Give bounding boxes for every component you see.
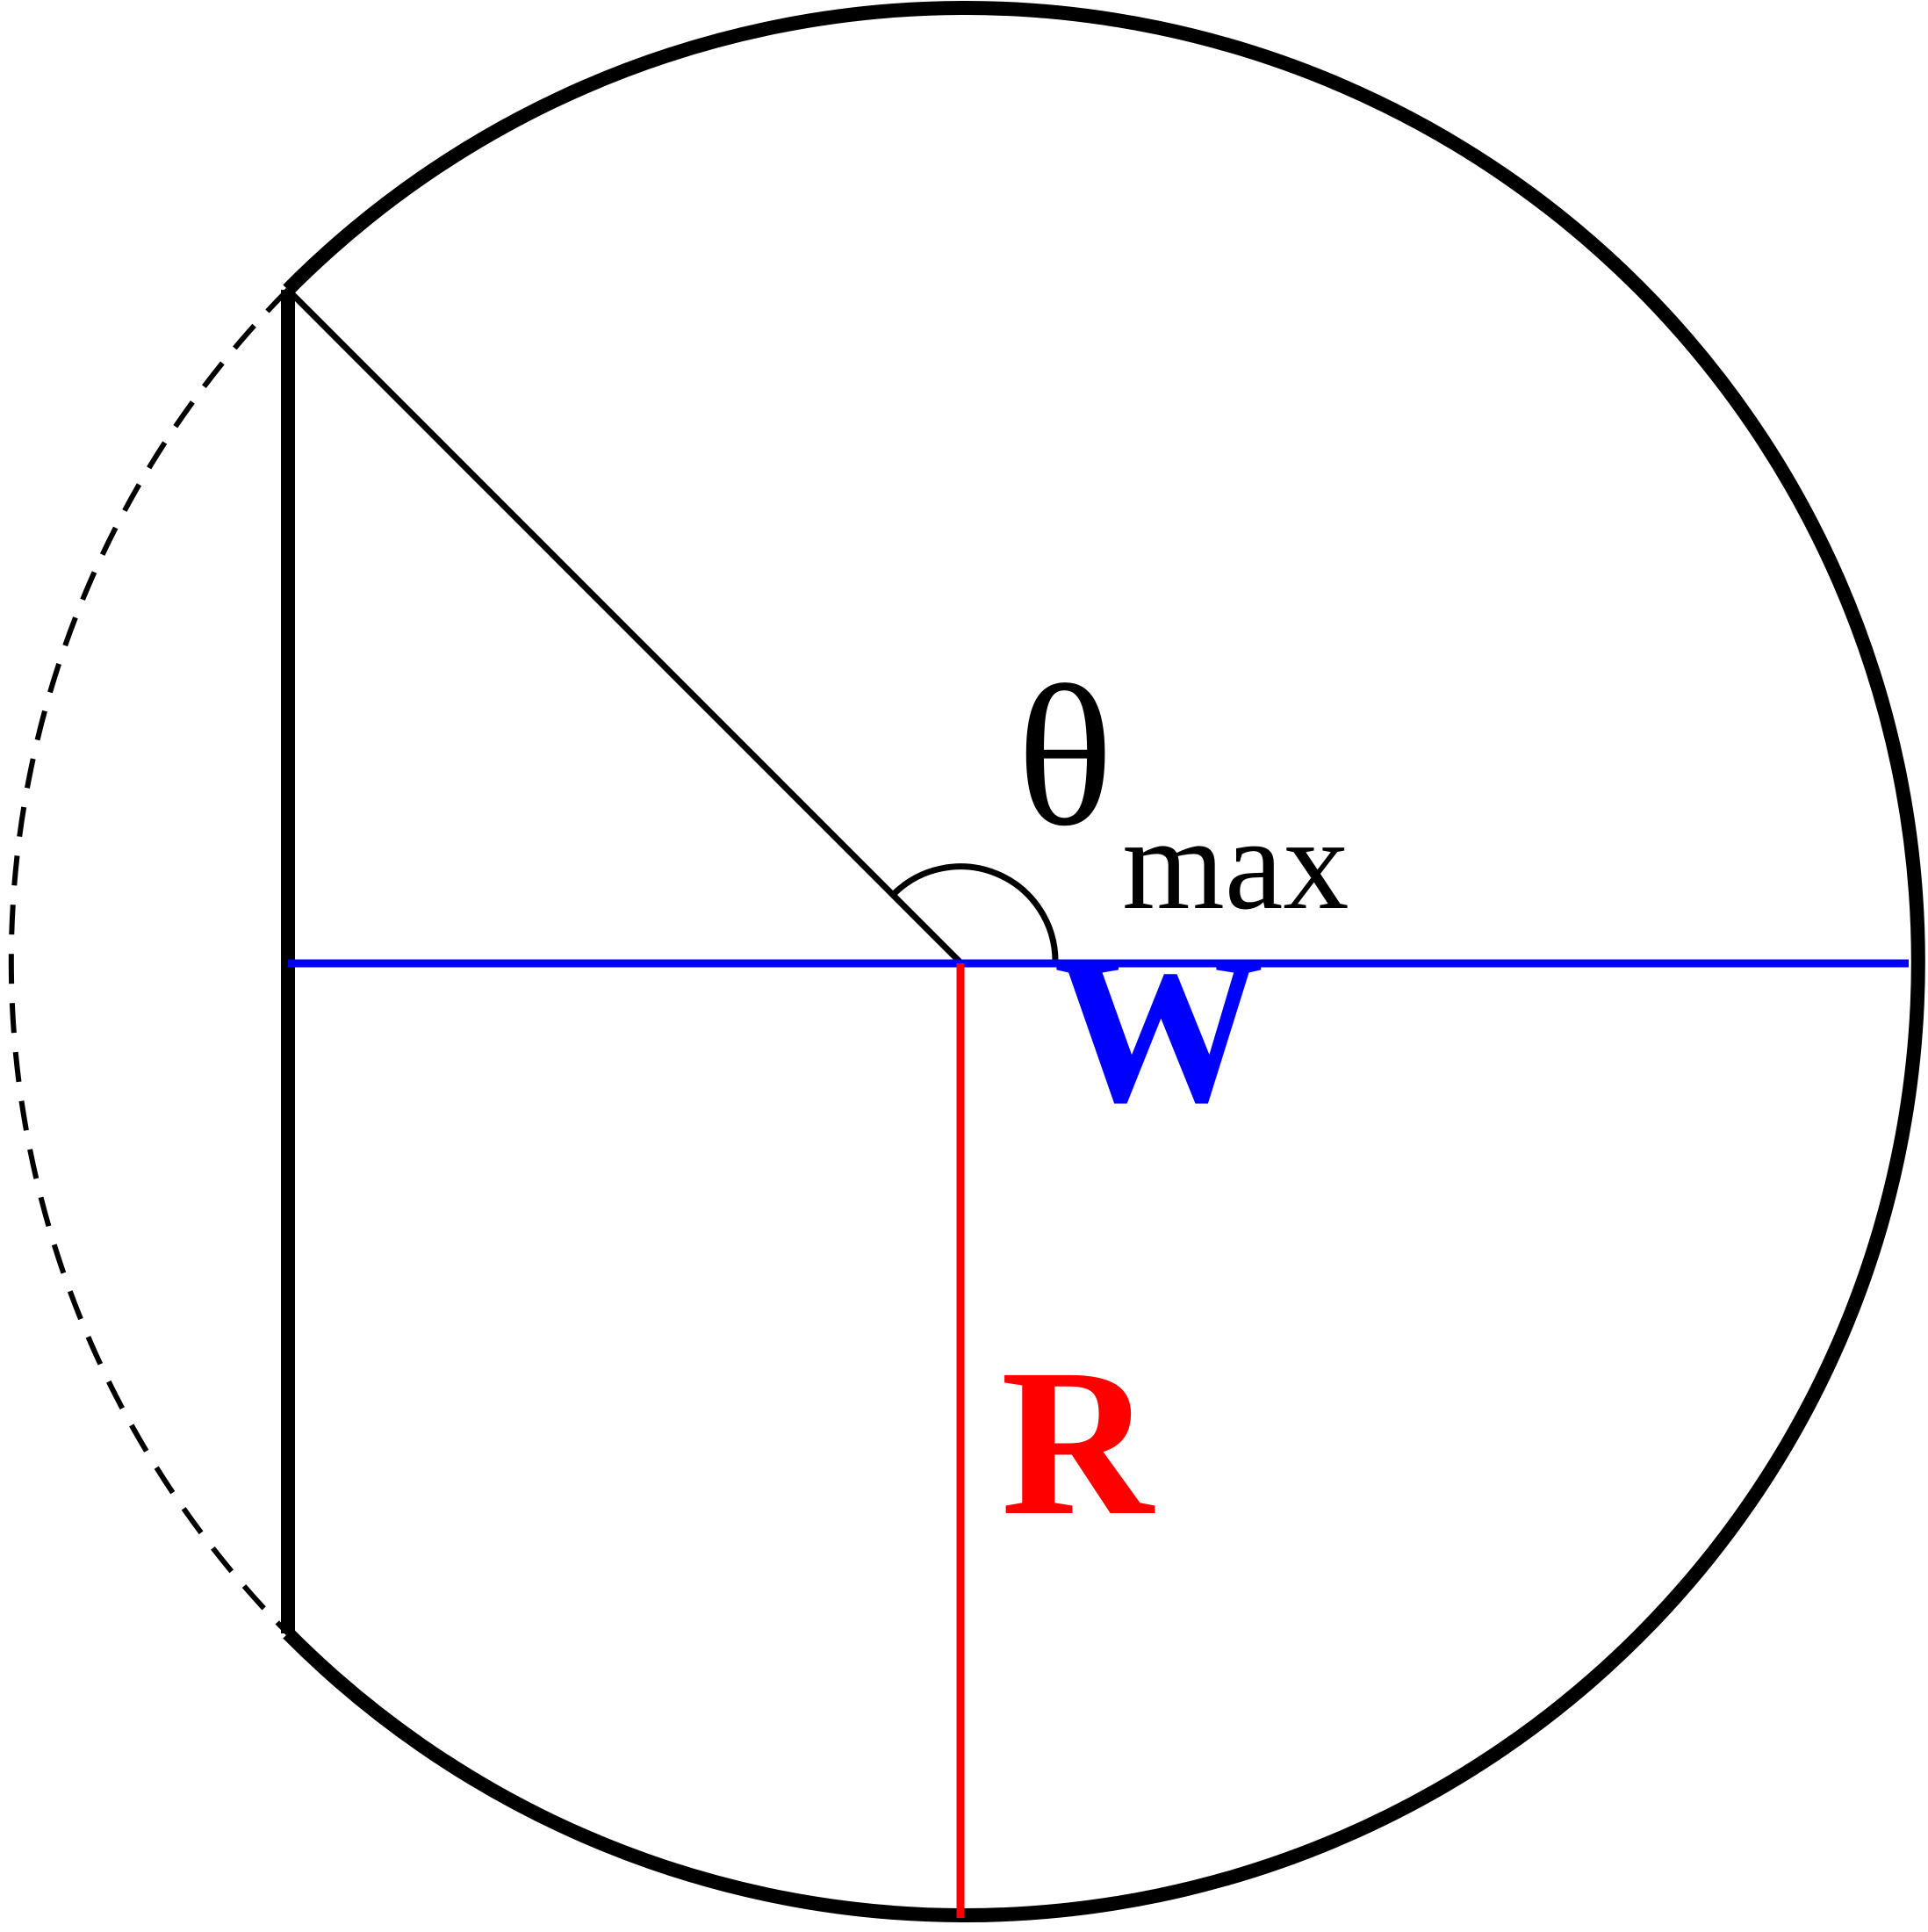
- diagonal-line: [287, 289, 963, 965]
- theta-subscript: max: [1122, 791, 1349, 937]
- radius-label: R: [1001, 1325, 1155, 1559]
- circle-outline: [283, 1, 1925, 1922]
- theta-symbol: θ: [1017, 644, 1113, 868]
- dashed-arc: [8, 287, 291, 1636]
- theta-label: θmax: [1017, 644, 1349, 937]
- angle-arc: [890, 863, 1059, 963]
- width-label: W: [1054, 912, 1264, 1146]
